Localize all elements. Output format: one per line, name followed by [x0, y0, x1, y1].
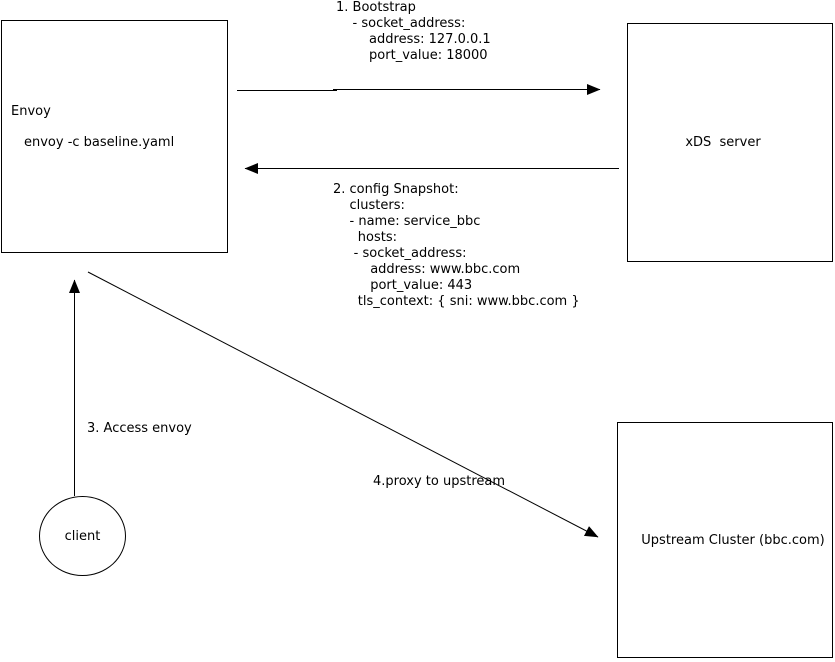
envoy-node-command: envoy -c baseline.yaml	[24, 135, 175, 150]
annotation-config-snapshot: 2. config Snapshot: clusters: - name: se…	[333, 182, 580, 309]
xds-server-node: xDS server	[627, 23, 833, 262]
upstream-cluster-label: Upstream Cluster (bbc.com)	[641, 532, 825, 548]
annotation-proxy-to-upstream: 4.proxy to upstream	[373, 474, 506, 489]
arrow-bootstrap-request	[237, 90, 600, 91]
xds-server-label: xDS server	[685, 135, 761, 150]
annotation-access-envoy: 3. Access envoy	[87, 421, 192, 436]
arrow-proxy-to-upstream	[87, 271, 599, 538]
envoy-node-title: Envoy	[11, 104, 51, 119]
upstream-cluster-node: Upstream Cluster (bbc.com)	[617, 422, 833, 658]
client-node: client	[39, 496, 126, 576]
envoy-node: Envoy envoy -c baseline.yaml	[1, 20, 228, 253]
annotation-bootstrap: 1. Bootstrap - socket_address: address: …	[336, 0, 491, 63]
client-label: client	[64, 528, 101, 544]
